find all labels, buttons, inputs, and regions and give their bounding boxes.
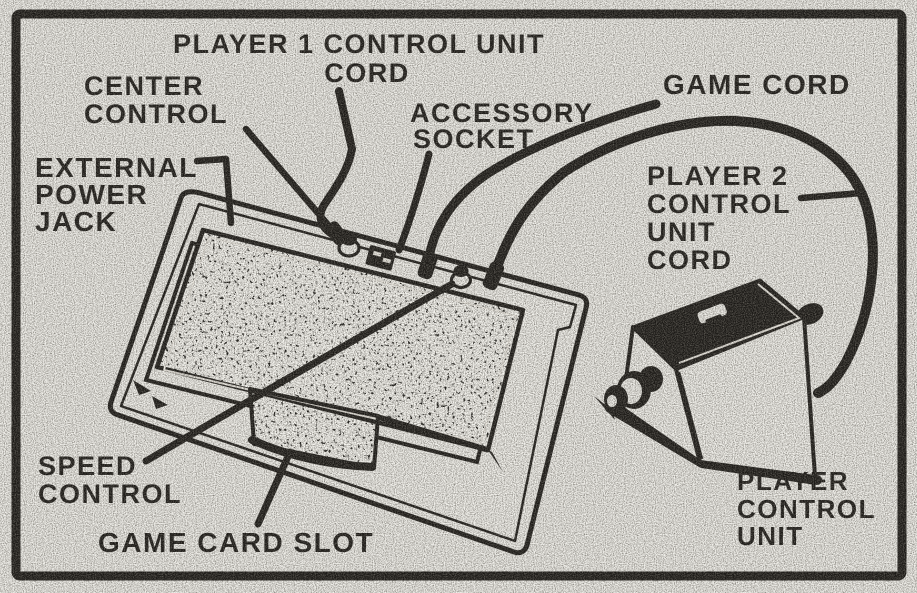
label-speed-control-line1: SPEED: [38, 451, 137, 481]
label-game-card-slot: GAME CARD SLOT: [98, 527, 374, 558]
player-control-unit: [594, 278, 824, 485]
accessory-socket-leader: [395, 150, 433, 254]
label-player-control-unit-line3: UNIT: [737, 521, 804, 551]
label-speed-control-line2: CONTROL: [38, 479, 182, 509]
label-game-cord: GAME CORD: [663, 69, 851, 100]
label-player2-cord-line4: CORD: [647, 245, 733, 275]
label-player-control-unit-line2: CONTROL: [737, 494, 876, 524]
label-player2-cord-line2: CONTROL: [647, 189, 791, 219]
label-player2-cord-line1: PLAYER 2: [647, 161, 789, 191]
label-center-control-line2: CONTROL: [84, 99, 228, 129]
label-player-control-unit-line1: PLAYER: [737, 466, 849, 496]
player2-cord-leader: [797, 189, 865, 202]
label-player1-control-unit-cord-line2: CORD: [324, 58, 410, 88]
label-accessory-socket-line2: SOCKET: [413, 124, 535, 154]
label-external-power-jack-line3: JACK: [35, 206, 117, 237]
label-player2-cord-line3: UNIT: [647, 217, 716, 247]
label-player1-control-unit-cord-line1: PLAYER 1 CONTROL UNIT: [173, 29, 545, 59]
label-center-control-line1: CENTER: [84, 71, 204, 101]
